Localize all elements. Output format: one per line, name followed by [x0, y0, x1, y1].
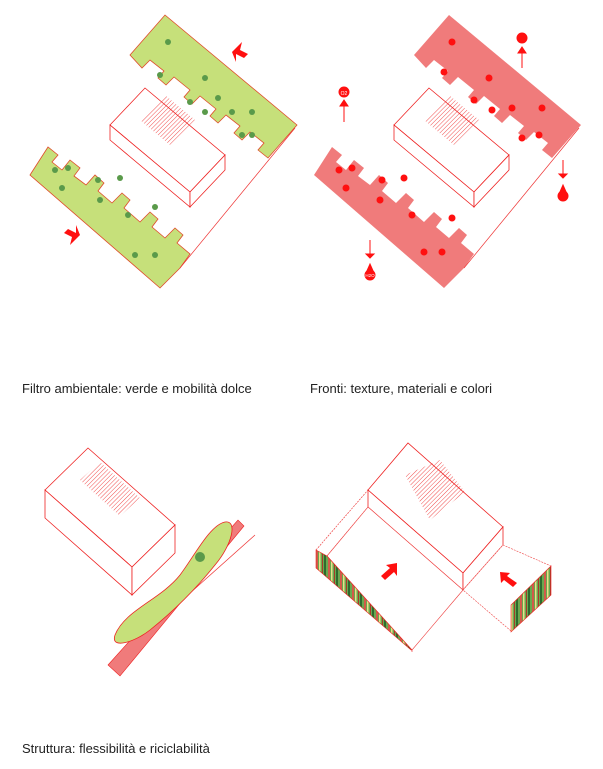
site-edge-line: [179, 127, 296, 269]
tree: [195, 552, 205, 562]
green-band-upper: [129, 14, 298, 159]
trees: [52, 39, 255, 258]
green-blob: [114, 521, 233, 644]
building-box: [44, 447, 176, 596]
building-box: [393, 87, 510, 209]
caption-structure: Struttura: flessibilità e riciclabilità: [22, 741, 210, 756]
arrow-icon: [500, 572, 517, 587]
caption-green-filter: Filtro ambientale: verde e mobilità dolc…: [22, 381, 252, 396]
arrow-icon: [64, 225, 80, 245]
water-label: H2O: [365, 273, 375, 278]
green-band-lower: [29, 146, 191, 289]
facades-diagram: O2 H2O: [314, 15, 581, 288]
building-box: [109, 87, 226, 209]
trees: [335, 38, 546, 256]
oxygen-label: O2: [341, 91, 348, 97]
textured-facade: [315, 549, 413, 652]
red-band-upper: [414, 15, 581, 158]
flexibility-diagram: [315, 442, 552, 652]
arrow-icon: [381, 563, 397, 580]
oxygen-icon: O2: [338, 32, 528, 122]
caption-facades: Fronti: texture, materiali e colori: [310, 381, 493, 396]
main-building: [367, 442, 504, 592]
textured-facade: [510, 565, 552, 633]
arrow-icon: [232, 42, 248, 62]
green-filter-diagram: [29, 14, 298, 289]
water-drop-icon: H2O: [364, 160, 569, 281]
red-band-lower: [314, 147, 474, 288]
structure-diagram: [44, 447, 256, 677]
